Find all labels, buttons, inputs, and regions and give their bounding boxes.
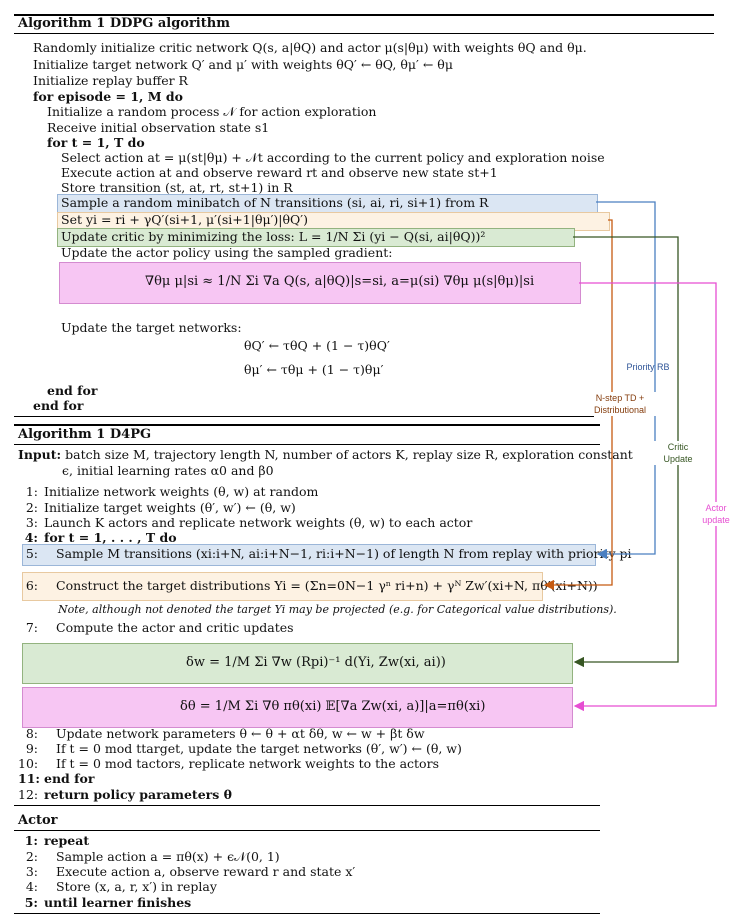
alg2-line-3: 3:Launch K actors and replicate network … — [25, 515, 473, 530]
alg2-bottom-rule — [14, 805, 600, 806]
alg2-input-text-1: batch size M, trajectory length N, numbe… — [65, 447, 633, 462]
actor-line-4: 4:Store (x, a, r, x′) in replay — [25, 879, 217, 894]
alg2-line-1: 1:Initialize network weights (θ, w) at r… — [25, 484, 319, 499]
alg2-title: Algorithm 1 D4PG — [18, 427, 152, 442]
alg2-line-2: 2:Initialize target weights (θ′, w′) ← (… — [25, 500, 296, 515]
top-rule — [14, 14, 714, 16]
alg1-bottom-rule — [14, 416, 594, 417]
alg1-target-eq-1: θQ′ ← τθQ + (1 − τ)θQ′ — [244, 338, 390, 353]
alg1-line-13: Update critic by minimizing the loss: L … — [61, 229, 486, 244]
alg1-title-rule — [14, 33, 714, 34]
alg1-target-eq-2: θμ′ ← τθμ + (1 − τ)θμ′ — [244, 362, 384, 377]
alg2-input-text-2: ϵ, initial learning rates α0 and β0 — [62, 463, 274, 478]
alg1-actor-gradient: ∇θμ μ|si ≈ 1/N Σi ∇a Q(s, a|θQ)|s=si, a=… — [145, 274, 535, 289]
alg2-title-rule — [14, 444, 600, 445]
label-nstep: N-step TD +Distributional — [580, 392, 660, 416]
alg2-line-8: 8:Update network parameters θ ← θ + αt δ… — [25, 726, 425, 741]
actor-bottom-rule — [14, 913, 600, 914]
alg1-line-2: Initialize target network Q′ and μ′ with… — [33, 57, 453, 72]
alg1-line-4: for episode = 1, M do — [33, 89, 184, 104]
alg2-input: Input: batch size M, trajectory length N… — [18, 447, 633, 463]
alg1-title: Algorithm 1 DDPG algorithm — [18, 16, 230, 31]
alg2-critic-box — [22, 643, 573, 684]
alg1-line-9: Execute action at and observe reward rt … — [61, 165, 498, 180]
alg1-line-8: Select action at = μ(st|θμ) + 𝒩t accordi… — [61, 150, 605, 165]
actor-line-1: 1:repeat — [24, 833, 90, 848]
actor-arrow — [573, 282, 717, 712]
alg1-line-1: Randomly initialize critic network Q(s, … — [33, 40, 587, 55]
actor-title-rule — [14, 830, 600, 831]
alg2-line-10: 10:If t = 0 mod tactors, replicate netwo… — [18, 756, 439, 771]
alg2-line-6: 6:Construct the target distributions Yi … — [25, 578, 598, 593]
alg2-nstep-box — [22, 572, 543, 601]
actor-line-3: 3:Execute action a, observe reward r and… — [25, 864, 356, 879]
actor-line-2: 2:Sample action a = πθ(x) + ϵ𝒩(0, 1) — [25, 849, 280, 864]
actor-title: Actor — [18, 813, 58, 828]
alg1-actor-box — [59, 262, 581, 304]
alg2-top-rule — [14, 424, 600, 426]
alg2-actor-box — [22, 687, 573, 728]
alg2-line-11: 11:end for — [18, 771, 95, 786]
alg2-line-9: 9:If t = 0 mod ttarget, update the targe… — [25, 741, 462, 756]
alg2-line-12: 12:return policy parameters θ — [18, 787, 232, 802]
alg1-end-for-outer: end for — [33, 398, 84, 413]
alg2-critic-eq: δw = 1/M Σi ∇w (Rpi)⁻¹ d(Yi, Zw(xi, ai)) — [186, 655, 446, 670]
label-priority-rb: Priority RB — [626, 362, 670, 372]
alg1-end-for-inner: end for — [47, 383, 98, 398]
alg2-line-4: 4:for t = 1, . . . , T do — [24, 530, 177, 545]
actor-line-5: 5:until learner finishes — [24, 895, 192, 910]
priority-rb-arrow — [596, 201, 656, 560]
alg2-priority-box — [22, 544, 596, 566]
alg2-actor-eq: δθ = 1/M Σi ∇θ πθ(xi) 𝔼[∇a Zw(xi, a)]|a=… — [180, 699, 486, 714]
alg1-line-3: Initialize replay buffer R — [33, 73, 188, 88]
alg1-line-15: Update the target networks: — [61, 320, 242, 335]
alg2-line-5: 5:Sample M transitions (xi:i+N, ai:i+N−1… — [25, 546, 632, 561]
alg1-line-14: Update the actor policy using the sample… — [61, 245, 393, 260]
alg1-line-12: Set yi = ri + γQ′(si+1, μ′(si+1|θμ′)|θQ′… — [61, 212, 309, 227]
alg1-line-5: Initialize a random process 𝒩 for action… — [47, 104, 377, 119]
alg1-line-7: for t = 1, T do — [47, 135, 145, 150]
alg1-line-11: Sample a random minibatch of N transitio… — [61, 195, 489, 210]
alg1-line-10: Store transition (st, at, rt, st+1) in R — [61, 180, 293, 195]
alg1-line-6: Receive initial observation state s1 — [47, 120, 270, 135]
alg2-input-label: Input: — [18, 447, 62, 462]
alg2-note: Note, although not denoted the target Yi… — [58, 603, 617, 616]
alg2-line-7: 7:Compute the actor and critic updates — [25, 620, 294, 635]
